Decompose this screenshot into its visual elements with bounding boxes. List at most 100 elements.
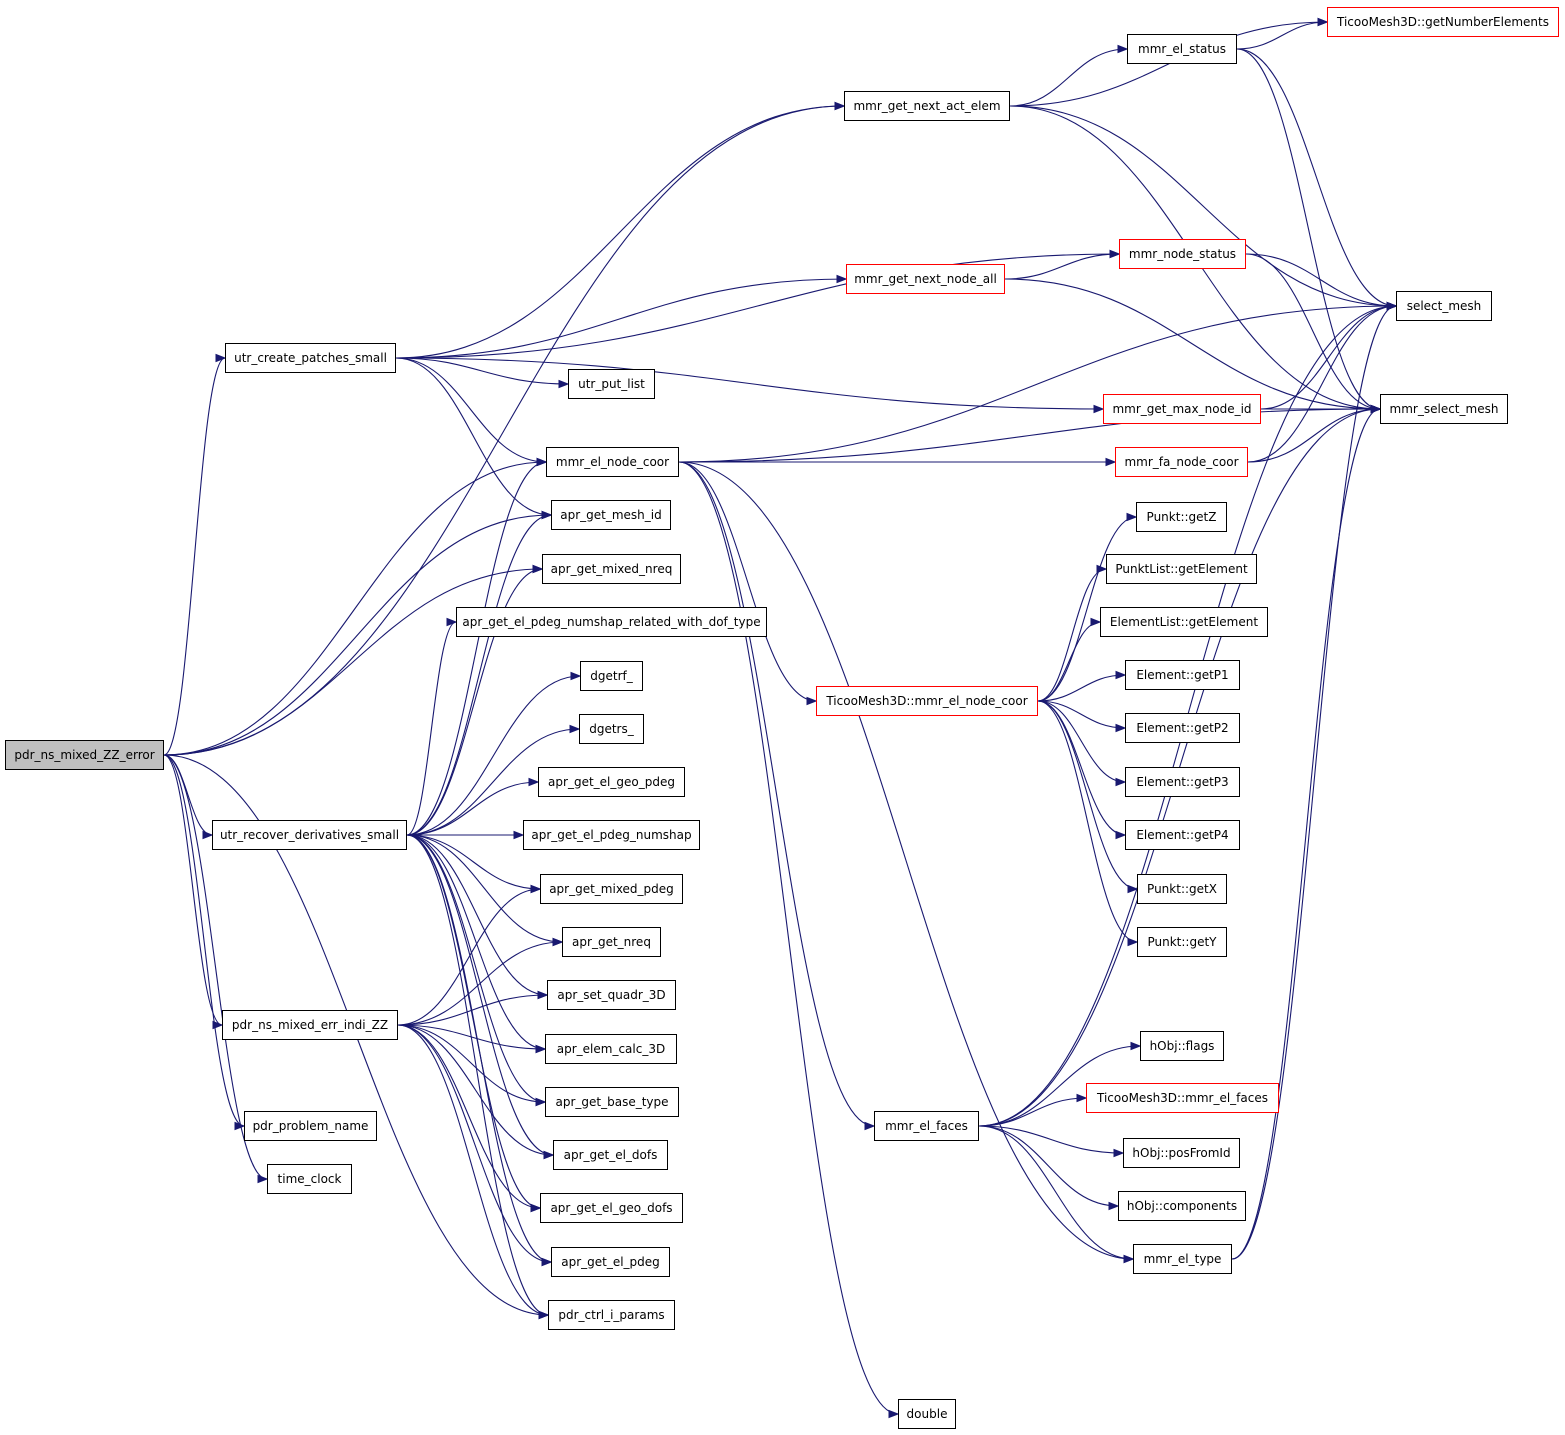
node-fanode[interactable]: mmr_fa_node_coor: [1115, 447, 1248, 477]
node-getZ[interactable]: Punkt::getZ: [1136, 502, 1227, 532]
node-nreq[interactable]: apr_get_nreq: [562, 927, 661, 957]
node-getP3[interactable]: Element::getP3: [1125, 767, 1240, 797]
node-maxnode[interactable]: mmr_get_max_node_id: [1103, 394, 1261, 424]
edge-errindi-to-elpdeg: [397, 1024, 552, 1263]
edge-ticoonode-to-elistget: [1037, 621, 1101, 702]
node-dgetrs[interactable]: dgetrs_: [579, 714, 644, 744]
arrowhead-ticoonode-to-getP3: [1115, 777, 1127, 787]
arrowhead-recover-to-pdegnumshap: [513, 830, 525, 840]
node-getnumel[interactable]: TicooMesh3D::getNumberElements: [1327, 7, 1559, 37]
arrowhead-patches-to-maxnode: [1093, 404, 1105, 414]
node-elistget[interactable]: ElementList::getElement: [1100, 607, 1268, 637]
node-flags[interactable]: hObj::flags: [1140, 1031, 1224, 1061]
edge-recover-to-ctrl: [406, 834, 549, 1316]
arrowhead-errindi-to-mixedpdeg: [530, 884, 542, 894]
node-meshid[interactable]: apr_get_mesh_id: [551, 500, 671, 530]
edge-ticoonode-to-getP2: [1037, 700, 1126, 729]
node-elnode[interactable]: mmr_el_node_coor: [546, 447, 679, 477]
edge-elstatus-to-mmrselect: [1236, 48, 1381, 410]
node-putlist[interactable]: utr_put_list: [568, 369, 655, 399]
node-eltype[interactable]: mmr_el_type: [1133, 1244, 1232, 1274]
arrowhead-errindi-to-eldofs: [543, 1150, 555, 1160]
edge-root-to-mixednreq: [163, 568, 543, 756]
edge-patches-to-elnode: [395, 357, 547, 463]
edge-maxnode-to-selectmesh: [1260, 305, 1397, 410]
arrowhead-elnode-to-fanode: [1105, 457, 1117, 467]
arrowhead-errindi-to-basetype: [535, 1097, 547, 1107]
node-probname[interactable]: pdr_problem_name: [244, 1111, 377, 1141]
node-mixednreq[interactable]: apr_get_mixed_nreq: [542, 554, 681, 584]
edge-recover-to-mixedpdeg: [406, 834, 541, 890]
edge-fanode-to-selectmesh: [1247, 305, 1397, 463]
edge-recover-to-dgetrf: [406, 675, 581, 836]
node-plistget[interactable]: PunktList::getElement: [1106, 554, 1257, 584]
edge-errindi-to-ctrl: [397, 1024, 549, 1316]
node-mmrselect[interactable]: mmr_select_mesh: [1380, 394, 1508, 424]
node-ticoofaces[interactable]: TicooMesh3D::mmr_el_faces: [1086, 1083, 1279, 1113]
edge-ticoonode-to-getX: [1037, 700, 1138, 890]
edge-elnode-to-selectmesh: [678, 305, 1397, 463]
node-double[interactable]: double: [898, 1399, 956, 1429]
arrowhead-ticoonode-to-getP2: [1115, 723, 1127, 733]
edge-eltype-to-mmrselect: [1231, 408, 1381, 1260]
arrowhead-root-to-recover: [202, 830, 214, 840]
node-geopdeg[interactable]: apr_get_el_geo_pdeg: [538, 767, 685, 797]
arrowhead-errindi-to-elemcalc: [535, 1044, 547, 1054]
edge-elstatus-to-getnumel: [1236, 21, 1328, 50]
node-nextnode[interactable]: mmr_get_next_node_all: [846, 264, 1005, 294]
node-elfaces[interactable]: mmr_el_faces: [874, 1111, 979, 1141]
node-getP1[interactable]: Element::getP1: [1125, 660, 1240, 690]
edge-elnode-to-eltype: [678, 461, 1134, 1260]
edge-ticoonode-to-getP3: [1037, 700, 1126, 783]
node-dgetrf[interactable]: dgetrf_: [580, 661, 643, 691]
node-basetype[interactable]: apr_get_base_type: [545, 1087, 679, 1117]
arrowhead-elnode-to-elfaces: [864, 1121, 876, 1131]
node-components[interactable]: hObj::components: [1118, 1191, 1246, 1221]
arrowhead-root-to-patches: [215, 353, 227, 363]
arrowhead-elfaces-to-eltype: [1123, 1254, 1135, 1264]
edge-nextact-to-selectmesh: [1009, 105, 1397, 307]
node-recover[interactable]: utr_recover_derivatives_small: [212, 820, 407, 850]
edge-elfaces-to-posfromid: [978, 1125, 1124, 1154]
edge-recover-to-eldofs: [406, 834, 554, 1156]
edge-root-to-timeclock: [163, 754, 268, 1180]
node-errindi[interactable]: pdr_ns_mixed_err_indi_ZZ: [222, 1010, 398, 1040]
node-ctrl[interactable]: pdr_ctrl_i_params: [548, 1300, 675, 1330]
node-timeclock[interactable]: time_clock: [267, 1164, 352, 1194]
node-selectmesh[interactable]: select_mesh: [1396, 291, 1492, 321]
arrowhead-root-to-probname: [234, 1121, 246, 1131]
node-pdegnumshaprel[interactable]: apr_get_el_pdeg_numshap_related_with_dof…: [456, 607, 767, 637]
node-nextact[interactable]: mmr_get_next_act_elem: [844, 91, 1010, 121]
node-elstatus[interactable]: mmr_el_status: [1127, 34, 1237, 64]
edge-recover-to-elnode: [406, 461, 547, 836]
node-ticoonode[interactable]: TicooMesh3D::mmr_el_node_coor: [816, 686, 1038, 716]
node-geodofs[interactable]: apr_get_el_geo_dofs: [540, 1193, 683, 1223]
edge-patches-to-nextnode: [395, 278, 847, 359]
node-getP4[interactable]: Element::getP4: [1125, 820, 1240, 850]
arrowhead-recover-to-pdegnumshaprel: [446, 617, 458, 627]
edge-root-to-errindi: [163, 754, 223, 1026]
node-mixedpdeg[interactable]: apr_get_mixed_pdeg: [540, 874, 683, 904]
node-pdegnumshap[interactable]: apr_get_el_pdeg_numshap: [523, 820, 700, 850]
node-getX[interactable]: Punkt::getX: [1137, 874, 1227, 904]
edge-elnode-to-elfaces: [678, 461, 875, 1127]
node-getY[interactable]: Punkt::getY: [1137, 927, 1227, 957]
arrowhead-errindi-to-ctrl: [538, 1310, 550, 1320]
arrowhead-recover-to-dgetrs: [569, 724, 581, 734]
node-posfromid[interactable]: hObj::posFromId: [1123, 1138, 1240, 1168]
node-getP2[interactable]: Element::getP2: [1125, 713, 1240, 743]
edge-recover-to-nreq: [406, 834, 563, 943]
edge-recover-to-mixednreq: [406, 568, 543, 836]
node-quadr[interactable]: apr_set_quadr_3D: [547, 980, 676, 1010]
node-elpdeg[interactable]: apr_get_el_pdeg: [551, 1247, 670, 1277]
node-elemcalc[interactable]: apr_elem_calc_3D: [545, 1034, 677, 1064]
node-eldofs[interactable]: apr_get_el_dofs: [553, 1140, 668, 1170]
node-root: pdr_ns_mixed_ZZ_error: [5, 740, 164, 770]
edge-nextact-to-getnumel: [1009, 21, 1328, 107]
edge-errindi-to-nreq: [397, 941, 563, 1026]
arrowhead-elnode-to-ticoonode: [806, 696, 818, 706]
node-patches[interactable]: utr_create_patches_small: [225, 343, 396, 373]
arrowhead-recover-to-elnode: [536, 457, 548, 467]
node-nodestatus[interactable]: mmr_node_status: [1119, 239, 1246, 269]
